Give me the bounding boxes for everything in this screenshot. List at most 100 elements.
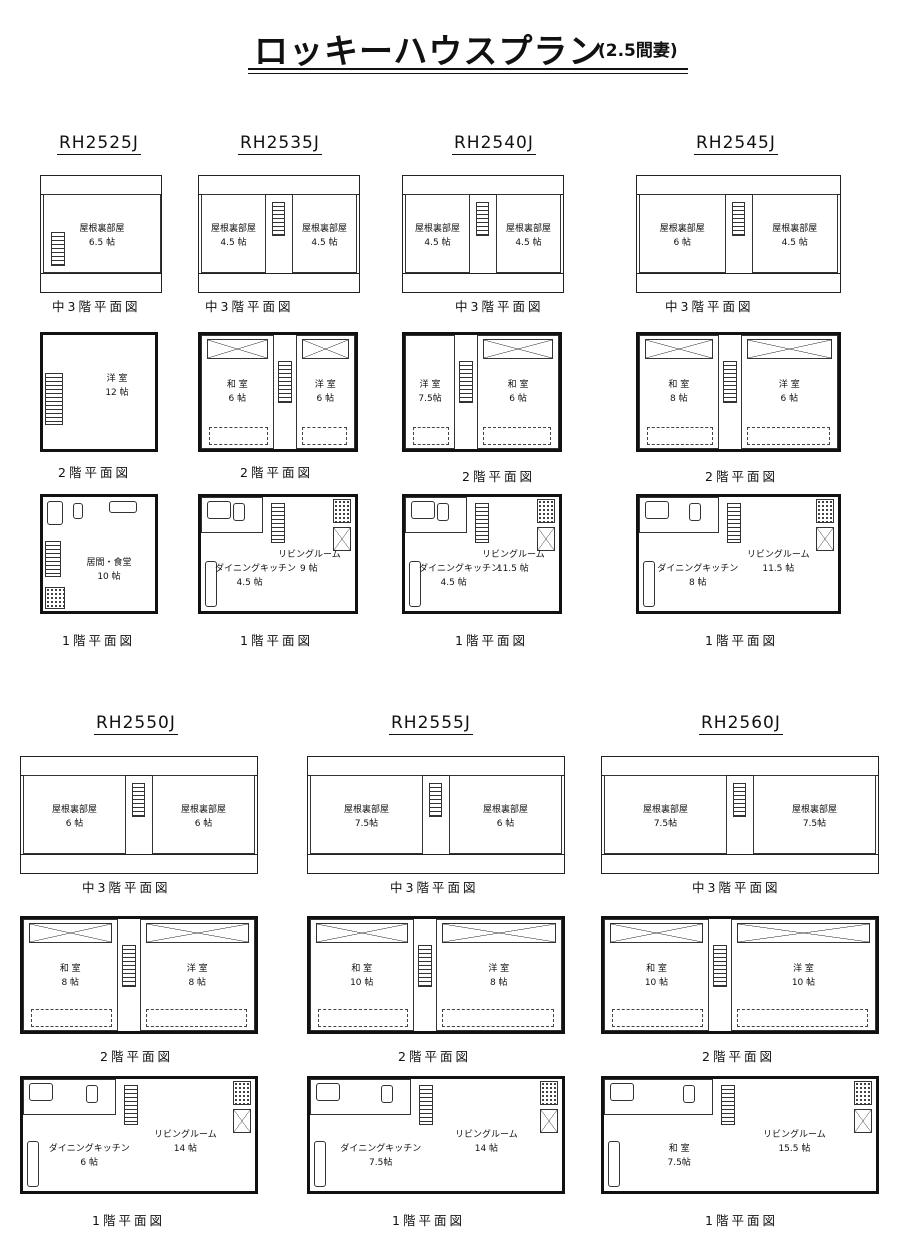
entrance (540, 1081, 558, 1105)
room-size: 10 帖 (644, 977, 669, 988)
stair (713, 945, 727, 987)
attic-room-name: 屋根裏部屋 (414, 224, 460, 234)
attic-room-size: 4.5 帖 (220, 237, 247, 248)
title-sub: (2.5間妻) (598, 41, 678, 61)
toilet (73, 503, 83, 519)
room-name: ダイニングキッチン (215, 564, 297, 574)
closet (645, 339, 713, 359)
bath-block (310, 1079, 411, 1115)
room-name: リビングルーム (278, 550, 341, 560)
attic-room-text: 屋根裏部屋 4.5 帖 (405, 223, 470, 250)
closet (29, 923, 112, 943)
eave-top (41, 176, 161, 195)
room-right (740, 335, 838, 449)
eave-bottom (637, 273, 840, 292)
shoe-closet (854, 1109, 872, 1133)
room-left (23, 919, 118, 1031)
stair (731, 202, 745, 236)
kitchen-counter (314, 1141, 326, 1187)
room-name: 洋 室 (419, 380, 441, 390)
eave-bottom (308, 854, 564, 873)
stair (720, 1085, 735, 1125)
room-size: 6 帖 (228, 393, 247, 404)
bathtub (411, 501, 435, 519)
room-text: 和 室 8 帖 (23, 963, 118, 990)
attic-room-size: 6 帖 (194, 818, 213, 829)
attic-room-name: 屋根裏部屋 (180, 805, 226, 815)
floor-label-1f: 1階平面図 (705, 633, 778, 648)
room-name: リビングルーム (154, 1130, 217, 1140)
toilet (688, 503, 701, 521)
room-size: 6 帖 (509, 393, 527, 404)
room-size: 11.5 帖 (496, 563, 529, 574)
room-size: 8 帖 (489, 977, 508, 988)
second-floor-plan: 洋 室 12 帖 (40, 332, 158, 452)
room-name: リビングルーム (482, 550, 545, 560)
room-size: 8 帖 (61, 977, 80, 988)
floor-label-3f: 中3階平面図 (665, 299, 754, 314)
title-main: ロッキーハウスプラン (254, 32, 604, 72)
room-left (310, 919, 414, 1031)
shoe-closet (540, 1109, 558, 1133)
closet (441, 923, 556, 943)
attic-room-name: 屋根裏部屋 (791, 805, 837, 815)
room-name: 洋 室 (106, 374, 128, 384)
stair (121, 945, 136, 987)
eave-top (21, 757, 257, 776)
room-size: 12 帖 (105, 387, 129, 398)
entrance (816, 499, 834, 523)
room-name: 和 室 (59, 964, 81, 974)
closet-border (301, 427, 347, 445)
floor-label-1f: 1階平面図 (240, 633, 313, 648)
closet (610, 923, 703, 943)
room-size: 6 帖 (780, 393, 799, 404)
room-text: 和 室 6 帖 (201, 379, 274, 406)
eave-bottom (21, 854, 257, 873)
room-size: 6 帖 (80, 1157, 98, 1168)
room-name: 和 室 (507, 380, 529, 390)
kitchen-sink (109, 501, 137, 513)
bath-block (23, 1079, 116, 1115)
room-name: 和 室 (668, 1144, 690, 1154)
title-underline-thin (248, 73, 688, 74)
room-name: ダイニングキッチン (48, 1144, 130, 1154)
closet (316, 923, 408, 943)
room-name: リビングルーム (746, 550, 810, 560)
tatami-border (318, 1009, 408, 1027)
room-name: 和 室 (646, 964, 667, 974)
tatami-border (31, 1009, 112, 1027)
room-text: ダイニングキッチン 6 帖 (37, 1143, 141, 1170)
room-name: ダイニングキッチン (340, 1144, 422, 1154)
bathtub (645, 501, 669, 519)
stair (722, 361, 737, 403)
bath-block (639, 497, 719, 533)
attic-room-size: 6 帖 (673, 237, 692, 248)
page-title: ロッキーハウスプラン (2.5間妻) (248, 18, 688, 74)
attic-room-name: 屋根裏部屋 (505, 224, 551, 234)
room-size: 10 帖 (97, 571, 121, 582)
floor-label-1f: 1階平面図 (92, 1213, 165, 1228)
tatami-border (612, 1009, 703, 1027)
room-name: 和 室 (226, 380, 248, 390)
attic-room (310, 775, 423, 854)
floor-label-1f: 1階平面図 (62, 633, 135, 648)
attic-room-name: 屋根裏部屋 (51, 805, 97, 815)
stair (277, 361, 292, 403)
attic-room-size: 4.5 帖 (424, 237, 451, 248)
